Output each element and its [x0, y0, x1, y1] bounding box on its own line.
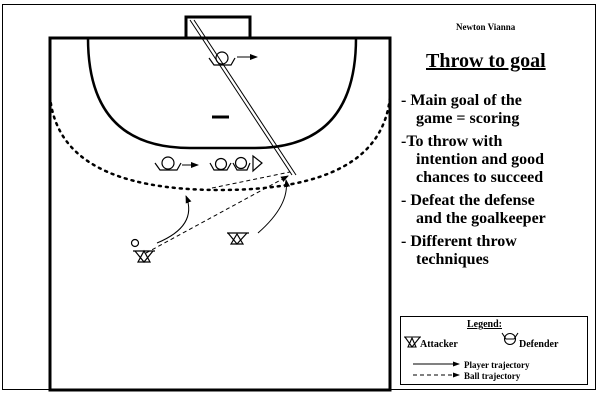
bullet-line: - Different throw	[401, 233, 517, 250]
shot-trajectory	[189, 19, 293, 176]
slide-title: Throw to goal	[426, 50, 546, 72]
bullet-item: - Defeat the defense and the goalkeeper	[401, 192, 593, 228]
goalkeeper-defender-icon	[208, 51, 236, 66]
author-name: Newton Vianna	[456, 22, 516, 32]
defender-icon	[209, 157, 232, 171]
bullet-list: - Main goal of the game = scoring -To th…	[401, 92, 593, 274]
bullet-line: game = scoring	[416, 110, 520, 127]
legend-ball-trajectory-label: Ball trajectory	[464, 371, 521, 381]
player-trajectory	[156, 195, 192, 244]
legend-box: Legend: Attacker Defender Player traject…	[400, 316, 588, 385]
bullet-item: -To throw with intention and good chance…	[401, 133, 593, 187]
legend-attacker-label: Attacker	[420, 339, 458, 350]
player-trajectory	[257, 179, 291, 234]
bullet-line: chances to succeed	[416, 169, 544, 186]
legend-defender-label: Defender	[519, 339, 559, 350]
shot-trajectory	[193, 19, 297, 176]
defender-icon	[232, 154, 263, 173]
defender-icon	[501, 332, 519, 346]
bullet-item: - Different throw techniques	[401, 233, 593, 269]
legend-title: Legend:	[467, 319, 502, 330]
attacker-icon	[404, 336, 421, 348]
bullet-line: - Defeat the defense	[401, 192, 535, 209]
legend-player-trajectory-label: Player trajectory	[464, 360, 530, 370]
ball-trajectory	[211, 171, 291, 189]
attacker-icon	[130, 238, 155, 263]
bullet-line: -To throw with	[401, 133, 503, 150]
ball-trajectory	[145, 175, 289, 254]
bullet-line: intention and good	[416, 151, 545, 168]
goal	[184, 15, 252, 40]
defender-icon	[154, 156, 182, 171]
bullet-line: and the goalkeeper	[416, 210, 546, 227]
bullet-item: - Main goal of the game = scoring	[401, 92, 593, 128]
attacker-icon	[227, 232, 249, 245]
legend-symbols	[404, 332, 519, 378]
bullet-line: - Main goal of the	[401, 92, 522, 109]
goal-area-line	[86, 37, 358, 150]
court-boundary	[48, 36, 392, 392]
bullet-line: techniques	[416, 251, 489, 268]
